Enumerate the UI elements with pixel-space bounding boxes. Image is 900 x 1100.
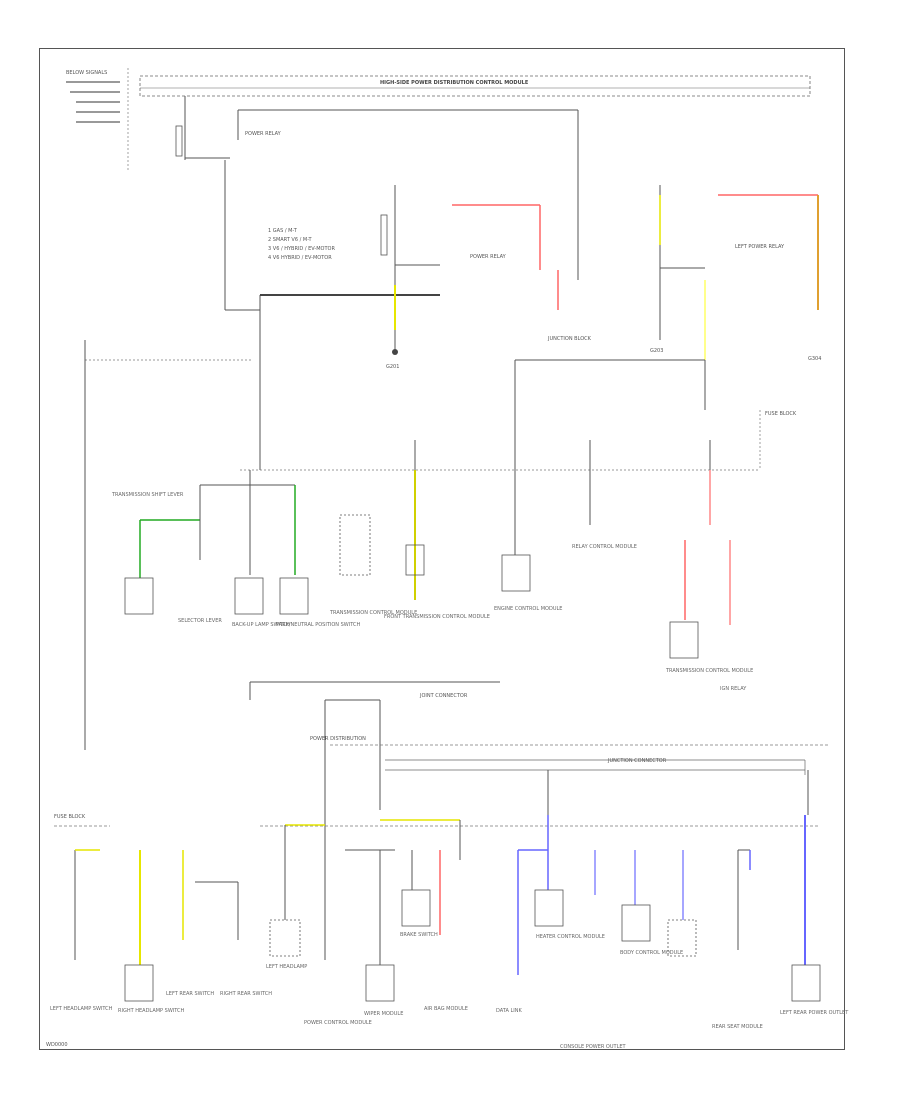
relay-mid: POWER RELAY G201 JUNCTION BLOCK (380, 110, 592, 370)
upper-comp-9: TRANSMISSION CONTROL MODULE (665, 668, 753, 674)
relay-right: LEFT POWER RELAY G203 G304 (515, 185, 821, 410)
fuse-box-right-label: FUSE BLOCK (54, 814, 86, 820)
relay-left-label: POWER RELAY (245, 131, 282, 137)
upper-comp-6: FRONT TRANSMISSION CONTROL MODULE (384, 614, 490, 620)
legend-item-3: 3 V6 / HYBRID / EV-MOTOR (268, 246, 335, 252)
lower-comp-1: LEFT HEADLAMP SWITCH (50, 1006, 113, 1012)
lower-comp-2: RIGHT HEADLAMP SWITCH (118, 1008, 185, 1014)
module-header-text: HIGH-SIDE POWER DISTRIBUTION CONTROL MOD… (380, 80, 529, 86)
lower-comp-15: LEFT REAR POWER OUTLET (780, 1010, 849, 1016)
ground-2-label: G203 (650, 348, 663, 354)
legend-item-2: 2 SMART V6 / M-T (268, 237, 313, 243)
bottom-bus-label: JUNCTION CONNECTOR (607, 758, 667, 764)
legend-item-1: 1 GAS / M-T (268, 228, 298, 234)
top-left-note-text: BELOW SIGNALS (66, 70, 107, 76)
footer-code: WD0000 (46, 1042, 68, 1048)
lower-comp-8: BRAKE SWITCH (400, 932, 438, 938)
upper-comp-1: TRANSMISSION SHIFT LEVER (111, 492, 184, 498)
relay-left: POWER RELAY (175, 96, 578, 160)
top-left-note: BELOW SIGNALS (66, 68, 129, 170)
lower-comp-7: WIPER MODULE (364, 1011, 403, 1017)
lower-comp-5: LEFT HEADLAMP (266, 964, 307, 970)
lower-comp-4: RIGHT REAR SWITCH (220, 991, 272, 997)
upper-comp-3: BACK-UP LAMP SWITCH (232, 622, 290, 628)
upper-comp-10: IGN RELAY (720, 686, 747, 692)
upper-comp-4: PARK/NEUTRAL POSITION SWITCH (276, 622, 360, 628)
upper-branches (84, 340, 731, 750)
lower-comp-11: HEATER CONTROL MODULE (536, 934, 605, 940)
legend: 1 GAS / M-T 2 SMART V6 / M-T 3 V6 / HYBR… (268, 228, 335, 261)
ground-3-label: G304 (808, 356, 821, 362)
mid-bus-label: POWER DISTRIBUTION (310, 736, 366, 742)
upper-comp-8: RELAY CONTROL MODULE (572, 544, 637, 550)
ground-1-label: G201 (386, 364, 399, 370)
legend-item-4: 4 V6 HYBRID / EV-MOTOR (268, 255, 332, 261)
lower-component-labels: LEFT HEADLAMP SWITCH RIGHT HEADLAMP SWIT… (50, 932, 849, 1050)
lower-comp-13: BODY CONTROL MODULE (620, 950, 683, 956)
main-trunk (85, 160, 440, 470)
module-header-bar: HIGH-SIDE POWER DISTRIBUTION CONTROL MOD… (139, 75, 811, 97)
fuse-box-left-label: FUSE BLOCK (765, 411, 797, 417)
lower-branches (74, 815, 821, 1002)
lower-comp-6: POWER CONTROL MODULE (304, 1020, 372, 1026)
ground-symbol (392, 349, 398, 355)
lower-comp-9: AIR BAG MODULE (424, 1006, 468, 1012)
relay-mid-label: POWER RELAY (470, 254, 507, 260)
lower-buses: JOINT CONNECTOR JUNCTION CONNECTOR POWER… (54, 681, 830, 960)
upper-comp-7: ENGINE CONTROL MODULE (494, 606, 562, 612)
upper-comp-2: SELECTOR LEVER (178, 618, 222, 624)
diagram-frame (39, 48, 845, 1050)
upper-comp-5: TRANSMISSION CONTROL MODULE (329, 610, 417, 616)
junction-1-label: JUNCTION BLOCK (547, 336, 592, 342)
upper-component-labels: TRANSMISSION SHIFT LEVER SELECTOR LEVER … (111, 492, 753, 692)
relay-right-label: LEFT POWER RELAY (735, 244, 785, 250)
lower-comp-10: DATA LINK (496, 1008, 522, 1014)
lower-comp-3: LEFT REAR SWITCH (166, 991, 214, 997)
lower-comp-14: REAR SEAT MODULE (712, 1024, 763, 1030)
lower-comp-12: CONSOLE POWER OUTLET (560, 1044, 627, 1050)
connector-bus-label: JOINT CONNECTOR (419, 693, 468, 699)
fuse-bus-upper: FUSE BLOCK (240, 360, 797, 471)
